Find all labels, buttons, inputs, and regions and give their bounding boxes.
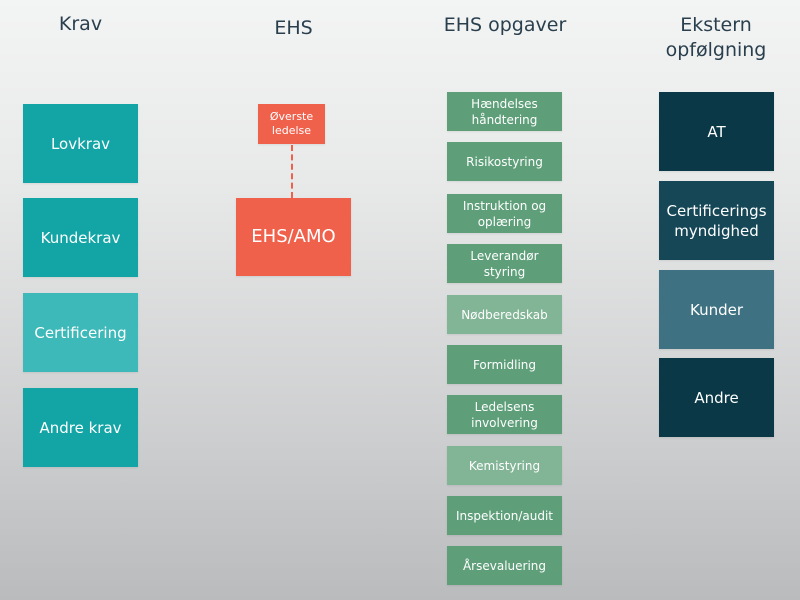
task-box-nodberedskab: Nødberedskab xyxy=(447,295,562,334)
task-box-ledelsens-involvering: Ledelsens involvering xyxy=(447,395,562,434)
task-box-kemistyring: Kemistyring xyxy=(447,446,562,485)
ext-box-andre: Andre xyxy=(659,358,774,437)
krav-label: Certificering xyxy=(34,323,127,342)
ehs-main-label: EHS/AMO xyxy=(251,226,336,247)
ext-box-certificerings-myndighed: Certificerings myndighed xyxy=(659,181,774,260)
krav-box-andre-krav: Andre krav xyxy=(23,388,138,467)
task-label: Kemistyring xyxy=(468,458,541,473)
task-label: Instruktion og oplæring xyxy=(462,198,547,229)
column-title-krav: Krav xyxy=(58,13,103,35)
column-title-ehs: EHS xyxy=(274,17,313,39)
ehs-box-overste-ledelse: Øverste ledelse xyxy=(258,104,325,144)
krav-label: Kundekrav xyxy=(40,228,121,247)
krav-label: Lovkrav xyxy=(50,134,111,153)
ext-label: Andre xyxy=(694,388,739,407)
ehs-dashed-connector xyxy=(291,145,293,198)
ext-box-at: AT xyxy=(659,92,774,171)
task-box-instruktion-og-oplaering: Instruktion og oplæring xyxy=(447,194,562,233)
ext-box-kunder: Kunder xyxy=(659,270,774,349)
krav-box-lovkrav: Lovkrav xyxy=(23,104,138,183)
krav-label: Andre krav xyxy=(39,418,122,437)
task-label: Inspektion/audit xyxy=(456,508,553,523)
ext-label: Certificerings myndighed xyxy=(666,201,767,240)
task-box-arsevaluering: Årsevaluering xyxy=(447,546,562,585)
task-box-risikostyring: Risikostyring xyxy=(447,142,562,181)
column-title-ehs-opgaver: EHS opgaver xyxy=(443,14,567,36)
task-label: Nødberedskab xyxy=(461,307,548,322)
task-label: Risikostyring xyxy=(466,154,543,169)
task-box-leverandor-styring: Leverandør styring xyxy=(447,244,562,283)
task-label: Hændelses håndtering xyxy=(471,96,538,127)
task-label: Leverandør styring xyxy=(470,248,539,279)
task-label: Årsevaluering xyxy=(462,558,547,573)
task-box-formidling: Formidling xyxy=(447,345,562,384)
ext-label: Kunder xyxy=(689,300,744,319)
column-title-ekstern-opfolgning: Ekstern opfølgning xyxy=(665,14,767,61)
krav-box-certificering: Certificering xyxy=(23,293,138,372)
task-label: Formidling xyxy=(472,357,537,372)
ext-label: AT xyxy=(707,122,726,141)
ehs-top-label: Øverste ledelse xyxy=(269,110,314,137)
task-box-haendelses-handtering: Hændelses håndtering xyxy=(447,92,562,131)
ehs-box-ehs-amo: EHS/AMO xyxy=(236,198,351,276)
krav-box-kundekrav: Kundekrav xyxy=(23,198,138,277)
task-label: Ledelsens involvering xyxy=(471,399,538,430)
task-box-inspektion-audit: Inspektion/audit xyxy=(447,496,562,535)
